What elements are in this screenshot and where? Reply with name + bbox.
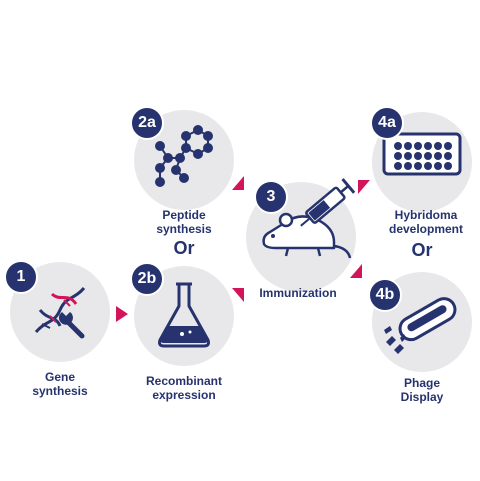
step-4a-badge: 4a — [370, 106, 404, 140]
dna-wrench-icon — [34, 286, 86, 339]
step-1-label: Gene synthesis — [0, 370, 120, 398]
arrow-2a-to-3 — [232, 176, 244, 190]
step-4a-label-line2: development — [388, 222, 463, 236]
or-text-right: Or — [411, 240, 433, 260]
step-1-badge: 1 — [4, 260, 38, 294]
mouse-syringe-icon — [262, 178, 356, 259]
step-2a-label-line2: synthesis — [156, 222, 212, 236]
step-2b-badge: 2b — [130, 262, 164, 296]
step-4a-label: Hybridoma development — [366, 208, 480, 236]
step-3-badge: 3 — [254, 180, 288, 214]
step-4b-badge: 4b — [368, 278, 402, 312]
arrow-2b-to-3 — [232, 288, 244, 302]
step-2a-label-line1: Peptide — [162, 208, 206, 222]
well-plate-icon — [382, 132, 462, 176]
step-4b-label: Phage Display — [362, 376, 480, 404]
arrow-3-to-4a — [358, 180, 370, 194]
step-4a-label-line1: Hybridoma — [394, 208, 458, 222]
arrow-3-to-4b — [350, 264, 362, 278]
phage-icon — [384, 297, 457, 354]
peptide-chain-icon — [155, 125, 213, 187]
step-2a-badge: 2a — [130, 106, 164, 140]
or-text-left: Or — [173, 238, 195, 258]
step-1-label-line2: synthesis — [32, 384, 88, 398]
step-4b-label-line2: Display — [400, 390, 444, 404]
step-2a-label: Peptide synthesis — [124, 208, 244, 236]
step-2b-label: Recombinant expression — [124, 374, 244, 402]
step-2b-label-line1: Recombinant — [145, 374, 222, 388]
step-3-label-line1: Immunization — [259, 286, 337, 300]
step-2b-label-line2: expression — [152, 388, 216, 402]
step-4b-label-line1: Phage — [403, 376, 440, 390]
arrow-1-to-2b — [116, 306, 128, 322]
step-3-label: Immunization — [238, 286, 358, 300]
flask-icon — [158, 282, 210, 348]
step-1-label-line1: Gene — [44, 370, 75, 384]
